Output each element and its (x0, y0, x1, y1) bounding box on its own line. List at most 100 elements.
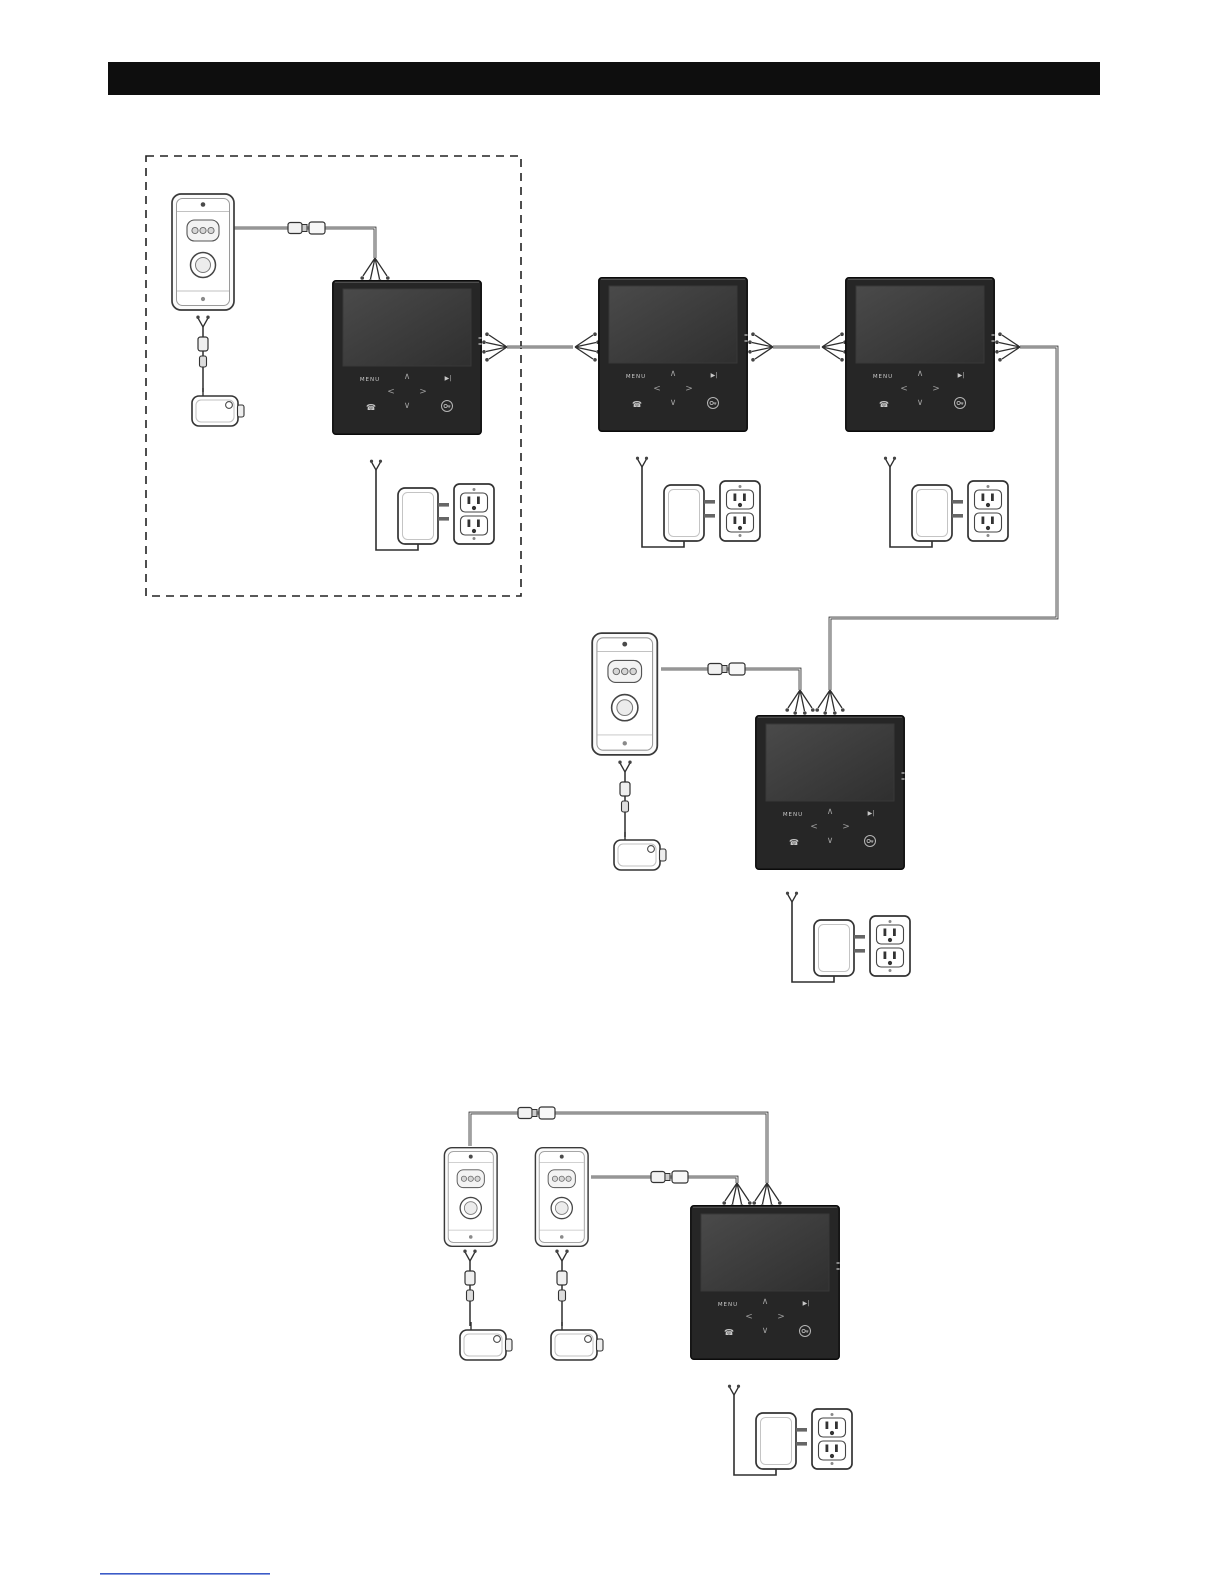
plug-connector-icon (517, 1106, 556, 1120)
basic-kit-dashed-box (145, 155, 522, 597)
cable-core (661, 668, 801, 690)
phone-answer-icon: ☎ (789, 838, 799, 847)
splay-icon (747, 331, 774, 363)
up-arrow-icon: ∧ (917, 369, 924, 379)
unlock-icon (707, 397, 719, 409)
menu-label: MENU (626, 374, 646, 380)
left-arrow-icon: < (387, 387, 395, 397)
inline-cable-connector (287, 221, 326, 235)
cable (468, 1111, 769, 1183)
play-pause-icon: ▶| (958, 372, 965, 379)
power-adapter-outlet (883, 455, 1009, 548)
up-arrow-icon: ∧ (670, 369, 677, 379)
down-arrow-icon: ∨ (404, 401, 411, 411)
power-adapter-outlet (785, 890, 911, 983)
lock-connector-icon (554, 1248, 570, 1327)
indoor-monitor: MENU∧∨<>▶|☎ (332, 280, 483, 435)
door-station (171, 193, 235, 311)
splay-icon (481, 331, 508, 363)
up-arrow-icon: ∧ (762, 1297, 769, 1307)
power-adapter-icon (883, 455, 1009, 548)
right-arrow-icon: > (777, 1312, 785, 1322)
cable-core (591, 1176, 738, 1183)
splay-icon (751, 1182, 783, 1209)
door-station-body (171, 193, 235, 311)
four-wire-connector (751, 1182, 783, 1209)
splay-icon (994, 331, 1021, 363)
lock-connector-icon (195, 314, 211, 393)
power-adapter-icon (785, 890, 911, 983)
right-arrow-icon: > (685, 384, 693, 394)
phone-answer-icon: ☎ (724, 1328, 734, 1337)
plug-connector-icon (707, 662, 746, 676)
splay-icon (359, 257, 391, 284)
phone-answer-icon: ☎ (366, 403, 376, 412)
four-wire-connector (359, 257, 391, 284)
plug-connector-icon (650, 1170, 689, 1184)
power-adapter-icon (727, 1383, 853, 1476)
splay-icon (574, 331, 601, 363)
monitor-screen (755, 715, 906, 870)
four-wire-connector (721, 1182, 753, 1209)
cable-core (469, 1112, 768, 1183)
door-lock-body (459, 1321, 513, 1361)
monitor-screen (332, 280, 483, 435)
power-adapter-outlet (635, 455, 761, 548)
inline-cable-connector (517, 1106, 556, 1120)
left-arrow-icon: < (810, 822, 818, 832)
right-arrow-icon: > (932, 384, 940, 394)
lock-wire-connector (462, 1248, 478, 1327)
unlock-icon (441, 400, 453, 412)
cable-core (234, 227, 376, 258)
menu-label: MENU (783, 812, 803, 818)
indoor-monitor: MENU∧∨<>▶|☎ (598, 277, 749, 432)
lock-connector-icon (462, 1248, 478, 1327)
door-station-body (534, 1146, 589, 1248)
door-lock-body (191, 387, 245, 427)
play-pause-icon: ▶| (711, 372, 718, 379)
door-lock-body (613, 831, 667, 871)
four-wire-connector (814, 689, 846, 716)
down-arrow-icon: ∨ (670, 398, 677, 408)
splay-icon (814, 689, 846, 716)
section-header-bar (108, 62, 1100, 95)
door-lock-body (550, 1321, 604, 1361)
four-wire-connector (821, 331, 848, 363)
left-arrow-icon: < (900, 384, 908, 394)
electric-door-lock (550, 1321, 604, 1361)
lock-wire-connector (195, 314, 211, 393)
indoor-monitor: MENU∧∨<>▶|☎ (755, 715, 906, 870)
lock-connector-icon (617, 759, 633, 838)
four-wire-connector (481, 331, 508, 363)
electric-door-lock (613, 831, 667, 871)
monitor-screen (690, 1205, 841, 1360)
phone-answer-icon: ☎ (632, 400, 642, 409)
phone-answer-icon: ☎ (879, 400, 889, 409)
cable-core (829, 346, 1058, 690)
menu-label: MENU (718, 1302, 738, 1308)
play-pause-icon: ▶| (868, 810, 875, 817)
four-wire-connector (574, 331, 601, 363)
electric-door-lock (191, 387, 245, 427)
indoor-monitor: MENU∧∨<>▶|☎ (845, 277, 996, 432)
power-adapter-outlet (369, 458, 495, 551)
down-arrow-icon: ∨ (917, 398, 924, 408)
splay-icon (721, 1182, 753, 1209)
door-station (443, 1146, 498, 1248)
monitor-screen (845, 277, 996, 432)
right-arrow-icon: > (842, 822, 850, 832)
lock-wire-connector (554, 1248, 570, 1327)
splay-icon (784, 689, 816, 716)
power-adapter-icon (635, 455, 761, 548)
footer-link[interactable] (100, 1573, 270, 1575)
indoor-monitor: MENU∧∨<>▶|☎ (690, 1205, 841, 1360)
electric-door-lock (459, 1321, 513, 1361)
door-station (591, 632, 659, 756)
four-wire-connector (784, 689, 816, 716)
door-station (534, 1146, 589, 1248)
plug-connector-icon (287, 221, 326, 235)
power-adapter-icon (369, 458, 495, 551)
inline-cable-connector (707, 662, 746, 676)
